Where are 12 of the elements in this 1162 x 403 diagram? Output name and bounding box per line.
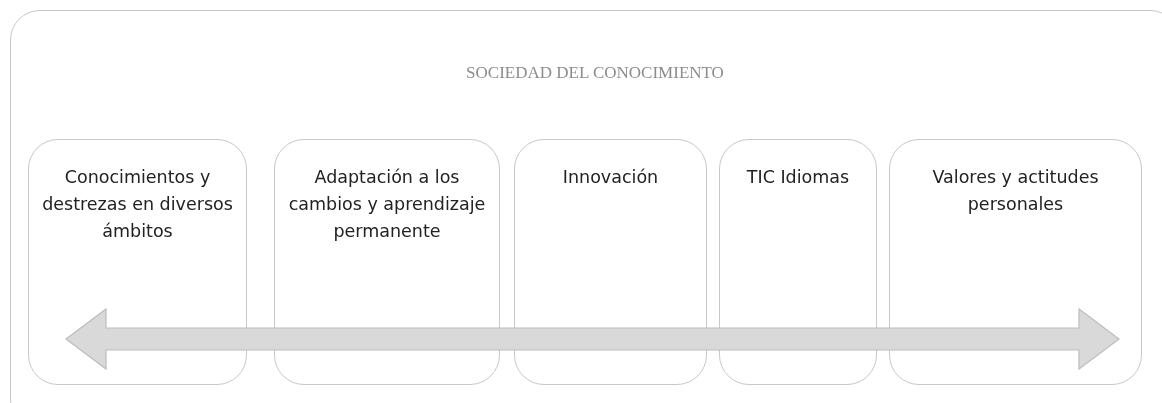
box-text: TIC Idiomas: [745, 166, 851, 189]
rounded-box: [274, 139, 500, 385]
rounded-box: [28, 139, 247, 385]
rounded-box: [719, 139, 877, 385]
outer-frame: [10, 10, 1162, 403]
rounded-box: [889, 139, 1142, 385]
box-text: Conocimientos y destrezas en diversos ámbitos: [41, 166, 234, 243]
box-text: Adaptación a los cambios y aprendizaje permanente: [287, 166, 487, 243]
box-text: Innovación: [561, 166, 660, 189]
diagram-heading: SOCIEDAD DEL CONOCIMIENTO: [465, 63, 725, 83]
box-text: Valores y actitudes personales: [931, 166, 1100, 216]
rounded-box: [514, 139, 707, 385]
